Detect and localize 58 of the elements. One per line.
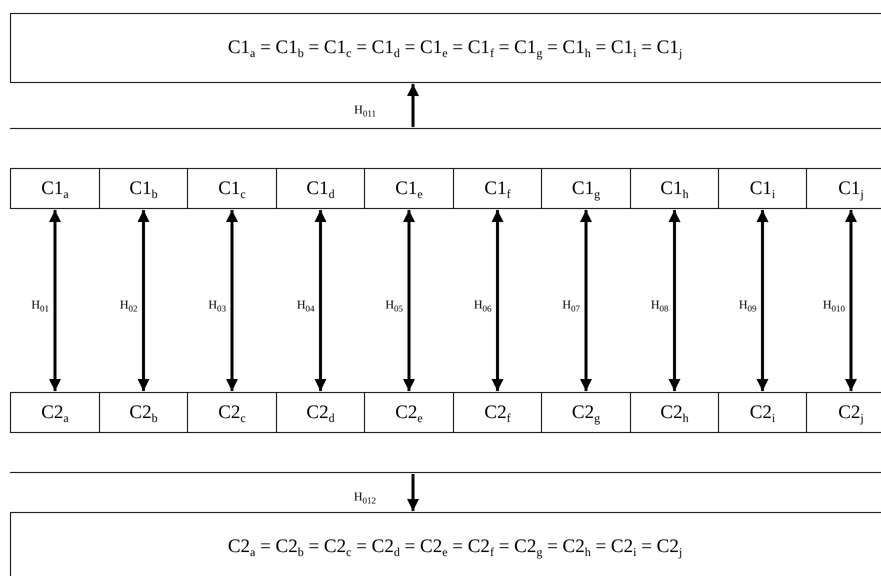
- formula-text: C2$_{g}$: [572, 402, 600, 424]
- formula-text: C1$_{h}$: [660, 178, 689, 200]
- formula-text: C1$_{g}$: [572, 178, 600, 200]
- formula-text: C1$_{e}$: [395, 178, 423, 200]
- cell-box: [630, 392, 719, 433]
- arrow: [756, 210, 768, 391]
- equation-box: [10, 13, 881, 83]
- formula-text: C1$_{c}$: [218, 178, 246, 200]
- formula-text: C1$_{i}$: [750, 178, 776, 200]
- arrow: [668, 210, 680, 391]
- arrow: [407, 84, 419, 127]
- arrow: [226, 210, 238, 391]
- arrow: [138, 210, 150, 391]
- cell-box: [541, 168, 631, 209]
- arrow: [492, 210, 504, 391]
- arrow: [845, 210, 857, 391]
- formula-text: C2$_{j}$: [838, 402, 864, 424]
- formula-text: C2$_{b}$: [129, 402, 158, 424]
- horizontal-line: [10, 472, 881, 473]
- formula-text: C1$_{b}$: [129, 178, 158, 200]
- cell-box: [10, 392, 100, 433]
- cell-box: [718, 392, 807, 433]
- cell-box: [99, 168, 188, 209]
- formula-text: C1$_{f}$: [484, 178, 511, 200]
- formula-text: C2$_{i}$: [750, 402, 776, 424]
- formula-text: C2$_{d}$: [306, 402, 335, 424]
- formula-text: C1$_{d}$: [306, 178, 335, 200]
- formula-text: C2$_{e}$: [395, 402, 423, 424]
- cell-box: [718, 168, 807, 209]
- formula-text: C2$_{c}$: [218, 402, 246, 424]
- cell-box: [806, 392, 881, 433]
- cell-box: [364, 168, 454, 209]
- formula-text: C2$_{a}$: [41, 402, 69, 424]
- arrow: [407, 474, 419, 511]
- cell-box: [630, 168, 719, 209]
- cell-box: [187, 392, 277, 433]
- cell-box: [276, 392, 365, 433]
- cell-box: [364, 392, 454, 433]
- cell-box: [276, 168, 365, 209]
- horizontal-line: [10, 128, 881, 129]
- arrow: [49, 210, 61, 391]
- formula-text: C2$_{h}$: [660, 402, 689, 424]
- cell-box: [806, 168, 881, 209]
- arrow: [580, 210, 592, 391]
- cell-box: [541, 392, 631, 433]
- formula-text: C1$_{j}$: [838, 178, 864, 200]
- arrow: [403, 210, 415, 391]
- cell-box: [453, 392, 542, 433]
- cell-box: [99, 392, 188, 433]
- cell-box: [10, 168, 100, 209]
- formula-text: C1$_{a}$: [41, 178, 69, 200]
- cell-box: [453, 168, 542, 209]
- formula-text: C2$_{f}$: [484, 402, 511, 424]
- formula-text: C1$_{a}$ = C1$_{b}$ = C1$_{c}$ = C1$_{d}$ = C1$_{e}$ = C1$_{f}$ = C1$_{g}$ = C1$_{h}$ = C1$_{i}$ = C1$_{j}$: [228, 37, 682, 59]
- equation-box: [10, 512, 881, 576]
- cell-box: [187, 168, 277, 209]
- arrow: [314, 210, 326, 391]
- formula-text: C2$_{a}$ = C2$_{b}$ = C2$_{c}$ = C2$_{d}$ = C2$_{e}$ = C2$_{f}$ = C2$_{g}$ = C2$_{h}$ = C2$_{i}$ = C2$_{j}$: [228, 536, 682, 558]
